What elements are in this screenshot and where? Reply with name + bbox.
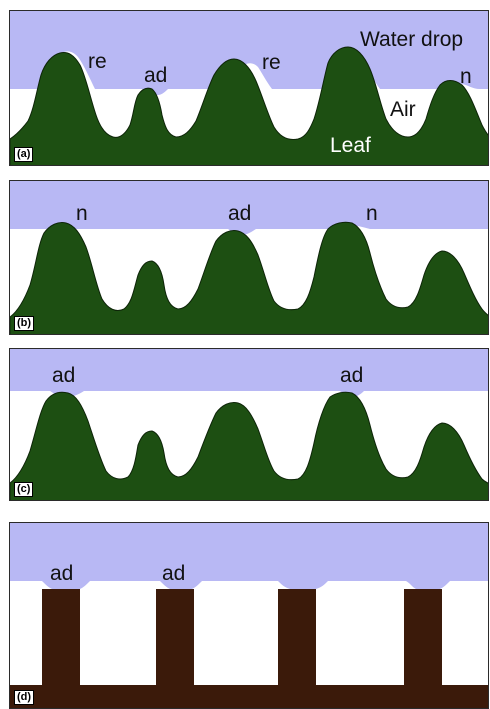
leaf-surface (10, 391, 488, 500)
water-drop (10, 349, 488, 397)
panel-d-drawing (10, 523, 488, 708)
contact-label-re-1: re (88, 50, 107, 73)
contact-label-ad-1: ad (228, 202, 252, 225)
contact-label-n-2: n (366, 202, 378, 225)
panel-c-drawing (10, 349, 488, 500)
water-drop (10, 181, 488, 235)
leaf-surface (10, 221, 488, 334)
panel-a: Water drop Air Leaf re ad re n (a) (9, 10, 489, 166)
water-drop-label: Water drop (360, 28, 464, 51)
water-drop (10, 11, 488, 95)
contact-label-ad-2: ad (340, 364, 364, 387)
contact-label-ad-1: ad (50, 562, 74, 585)
panel-tag: (c) (14, 482, 34, 497)
panel-a-drawing (10, 11, 488, 165)
contact-label-n-1: n (76, 202, 88, 225)
leaf-surface (10, 46, 488, 165)
contact-label-re-2: re (262, 51, 281, 74)
pillar (404, 589, 442, 701)
panel-tag: (b) (14, 316, 35, 331)
panel-tag: (d) (14, 690, 35, 705)
contact-label-n-1: n (460, 65, 472, 88)
pillar (278, 589, 316, 701)
contact-label-ad-2: ad (162, 562, 186, 585)
contact-label-ad-1: ad (52, 364, 76, 387)
panel-d: ad ad (d) (9, 522, 489, 709)
substrate (10, 685, 488, 708)
water-drop (10, 523, 488, 589)
panel-c: ad ad (c) (9, 348, 489, 501)
panel-tag: (a) (14, 147, 34, 162)
leaf-label: Leaf (330, 134, 371, 157)
pillar (156, 589, 194, 701)
panel-b-drawing (10, 181, 488, 334)
contact-label-ad-1: ad (144, 64, 168, 87)
air-label: Air (390, 98, 416, 121)
panel-b: n ad n (b) (9, 180, 489, 335)
pillar (42, 589, 80, 701)
